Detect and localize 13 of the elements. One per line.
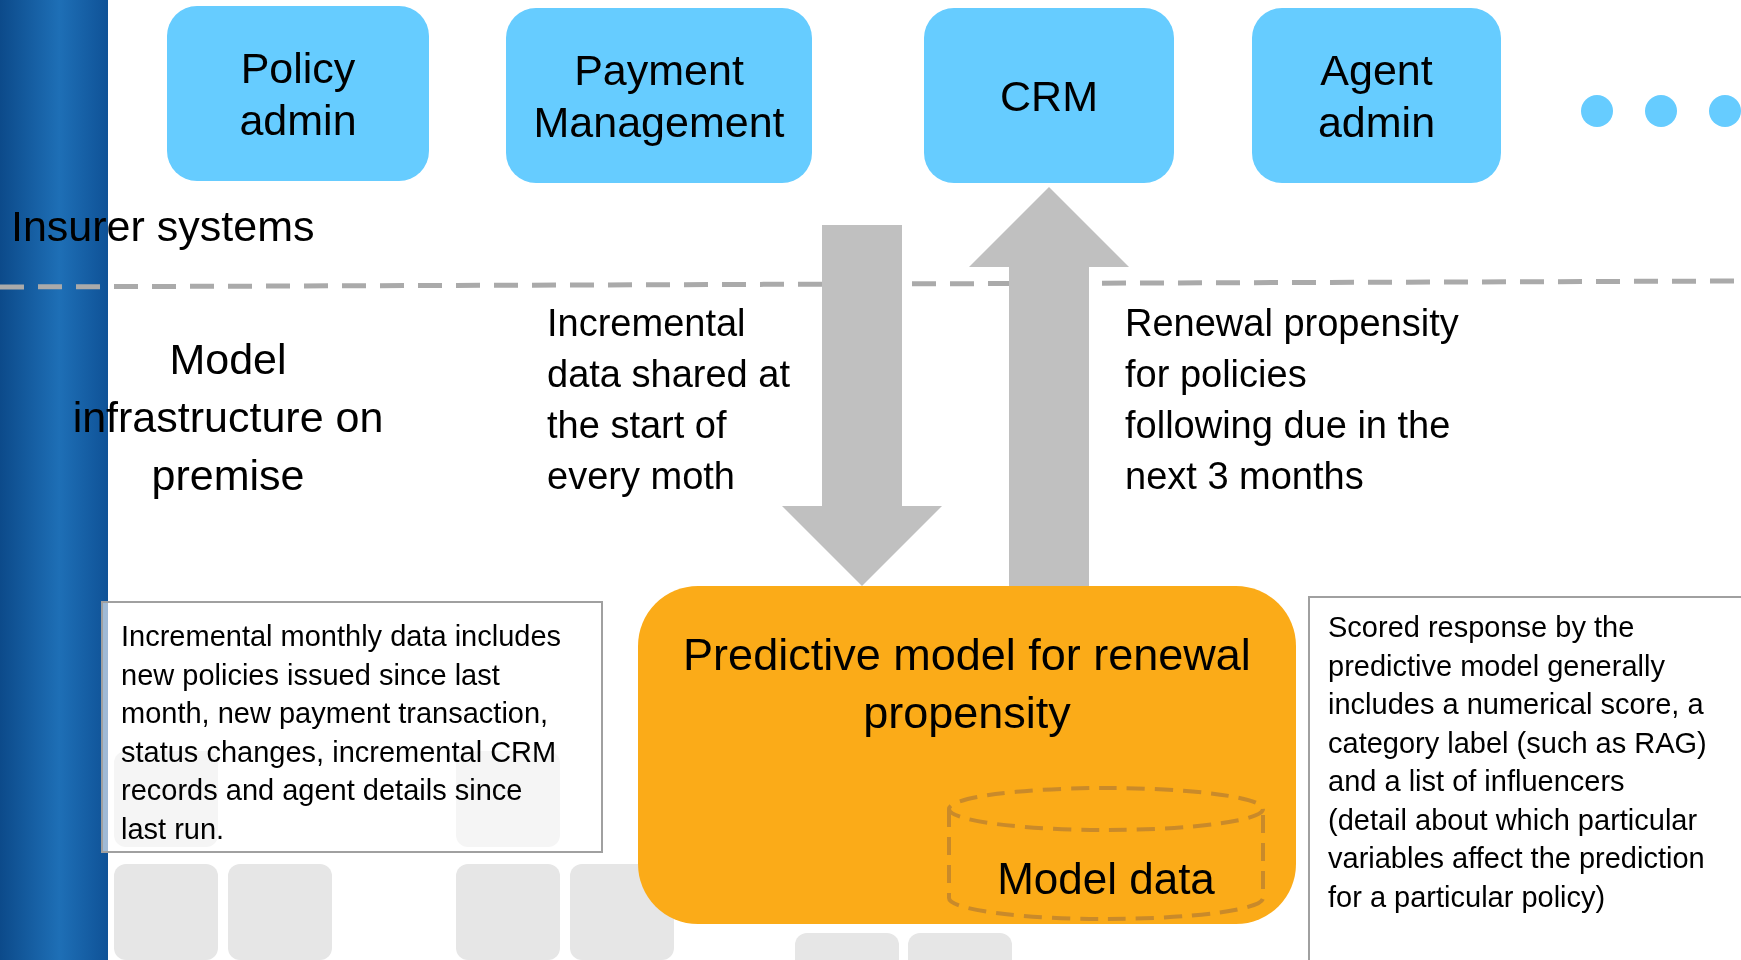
- cylinder-label: Model data: [996, 854, 1216, 904]
- edge-label: Renewal propensity for policies following due in the next 3 months: [1125, 301, 1460, 499]
- block-arrow: [969, 187, 1129, 586]
- system-box: CRM: [924, 8, 1174, 183]
- system-box: Payment Management: [506, 8, 812, 183]
- system-box: Policy admin: [167, 6, 429, 181]
- block-arrow: [782, 225, 942, 586]
- note-box: Incremental monthly data includes new policies issued since last month, new payment transaction, status changes, incremental CRM records and agent details since last run.: [101, 601, 603, 853]
- model-box: [638, 586, 1296, 924]
- model-title: Predictive model for renewal propensity: [682, 628, 1252, 740]
- edge-label: Incremental data shared at the start of every moth: [547, 301, 791, 499]
- system-box: Agent admin: [1252, 8, 1501, 183]
- note-box: Scored response by the predictive model generally includes a numerical score, a category label (such as RAG) and a list of influencers (detail about which particular variables affect the prediction for a particular policy): [1308, 596, 1741, 960]
